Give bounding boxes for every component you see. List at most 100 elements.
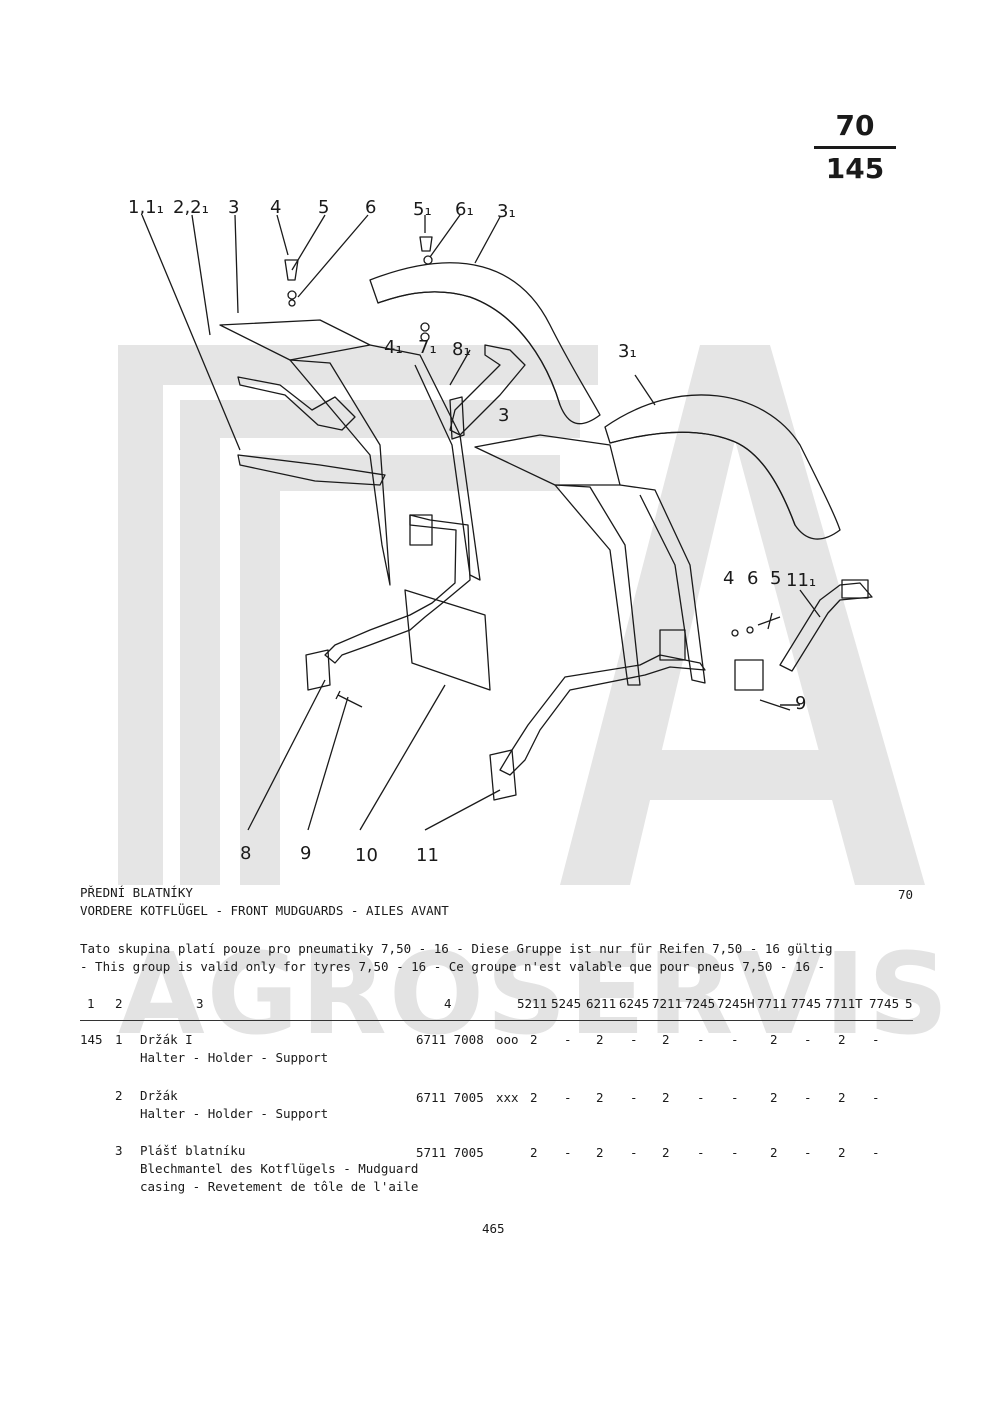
col-header: 7711 [757, 996, 788, 1011]
col-header: 1 [87, 996, 95, 1011]
validity-note-line2: - This group is valid only for tyres 7,5… [80, 959, 826, 974]
diagram-label: 7₁ [418, 337, 437, 358]
row-position: 2 [115, 1088, 123, 1103]
qty: - [872, 1090, 880, 1105]
qty: 2 [530, 1145, 538, 1160]
row-position: 1 [115, 1032, 123, 1047]
qty: - [697, 1145, 705, 1160]
col-header: 3 [196, 996, 204, 1011]
diagram-label: 4 [270, 197, 281, 218]
diagram-label: 3₁ [497, 201, 516, 222]
row-part-number: 6711 7008 [416, 1032, 484, 1047]
col-header: 5211 [517, 996, 548, 1011]
col-header: 4 [444, 996, 452, 1011]
qty: 2 [530, 1090, 538, 1105]
row-part-number: 6711 7005 [416, 1090, 484, 1105]
qty: - [731, 1090, 739, 1105]
col-header: 5245 [551, 996, 582, 1011]
row-desc: Držák I [140, 1032, 193, 1047]
qty: 2 [838, 1032, 846, 1047]
row-part-number: 5711 7005 [416, 1145, 484, 1160]
row-desc: Držák [140, 1088, 178, 1103]
qty: 2 [770, 1032, 778, 1047]
qty: - [564, 1145, 572, 1160]
diagram-label: 5 [770, 568, 781, 589]
col-header: 7711T [825, 996, 863, 1011]
col-header: 7745 [791, 996, 822, 1011]
row-code: ooo [496, 1032, 519, 1047]
qty: 2 [662, 1145, 670, 1160]
diagram-label: 4 [723, 568, 734, 589]
col-header: 2 [115, 996, 123, 1011]
qty: 2 [596, 1032, 604, 1047]
qty: - [872, 1145, 880, 1160]
diagram-labels: 1,1₁ 2,2₁ 3 4 5 6 5₁ 6₁ 3₁ 4₁ 7₁ 8₁ 3₁ 3… [128, 197, 816, 866]
qty: - [804, 1090, 812, 1105]
diagram-label: 1,1₁ [128, 197, 164, 218]
diagram-label: 3 [228, 197, 239, 218]
row-group: 145 [80, 1032, 103, 1047]
diagram-label: 2,2₁ [173, 197, 209, 218]
qty: 2 [770, 1090, 778, 1105]
col-header: 7211 [652, 996, 683, 1011]
qty: - [564, 1032, 572, 1047]
diagram-label: 11 [416, 845, 439, 866]
qty: - [731, 1032, 739, 1047]
diagram-label: 8₁ [452, 339, 471, 360]
qty: - [804, 1145, 812, 1160]
col-header: 7745 [869, 996, 900, 1011]
qty: 2 [596, 1145, 604, 1160]
row-code: xxx [496, 1090, 519, 1105]
row-position: 3 [115, 1143, 123, 1158]
section-title-multilang: VORDERE KOTFLÜGEL - FRONT MUDGUARDS - AI… [80, 903, 449, 918]
validity-note-line1: Tato skupina platí pouze pro pneumatiky … [80, 941, 833, 956]
qty: 2 [770, 1145, 778, 1160]
row-desc: Halter - Holder - Support [140, 1050, 329, 1065]
col-header: 5 [905, 996, 913, 1011]
diagram-label: 11₁ [786, 570, 816, 591]
page-reference: 70 145 [814, 108, 896, 187]
diagram-label: 5₁ [413, 199, 432, 220]
qty: 2 [662, 1032, 670, 1047]
diagram-label: 8 [240, 843, 251, 864]
qty: 2 [596, 1090, 604, 1105]
qty: - [731, 1145, 739, 1160]
page-ref-number: 145 [825, 152, 885, 185]
group-number: 70 [835, 109, 875, 142]
diagram-label: 6₁ [455, 199, 474, 220]
row-desc: Halter - Holder - Support [140, 1106, 329, 1121]
diagram-label: 4₁ [384, 337, 403, 358]
qty: 2 [530, 1032, 538, 1047]
qty: 2 [838, 1090, 846, 1105]
diagram-label: 9 [795, 693, 806, 714]
qty: - [564, 1090, 572, 1105]
page-number: 465 [482, 1221, 505, 1236]
row-desc: casing - Revetement de tôle de l'aile [140, 1179, 419, 1194]
qty: 2 [838, 1145, 846, 1160]
diagram-label: 5 [318, 197, 329, 218]
row-desc: Plášť blatníku [140, 1143, 246, 1158]
exploded-parts-diagram: 1,1₁ 2,2₁ 3 4 5 6 5₁ 6₁ 3₁ 4₁ 7₁ 8₁ 3₁ 3… [128, 197, 873, 866]
qty: - [630, 1145, 638, 1160]
col-header: 7245 [685, 996, 716, 1011]
diagram-label: 10 [355, 845, 378, 866]
group-number-right: 70 [898, 887, 914, 902]
diagram-label: 9 [300, 843, 311, 864]
qty: - [630, 1090, 638, 1105]
qty: - [697, 1090, 705, 1105]
diagram-label: 6 [747, 568, 758, 589]
col-header: 6211 [586, 996, 617, 1011]
diagram-label: 3 [498, 405, 509, 426]
diagram-label: 6 [365, 197, 376, 218]
fraction-line [814, 146, 896, 149]
col-header: 7245H [717, 996, 755, 1011]
col-header: 6245 [619, 996, 650, 1011]
qty: - [804, 1032, 812, 1047]
qty: 2 [662, 1090, 670, 1105]
section-title-cz: PŘEDNÍ BLATNÍKY [80, 885, 193, 900]
header-rule [80, 1020, 913, 1021]
row-desc: Blechmantel des Kotflügels - Mudguard [140, 1161, 419, 1176]
qty: - [872, 1032, 880, 1047]
diagram-label: 3₁ [618, 341, 637, 362]
